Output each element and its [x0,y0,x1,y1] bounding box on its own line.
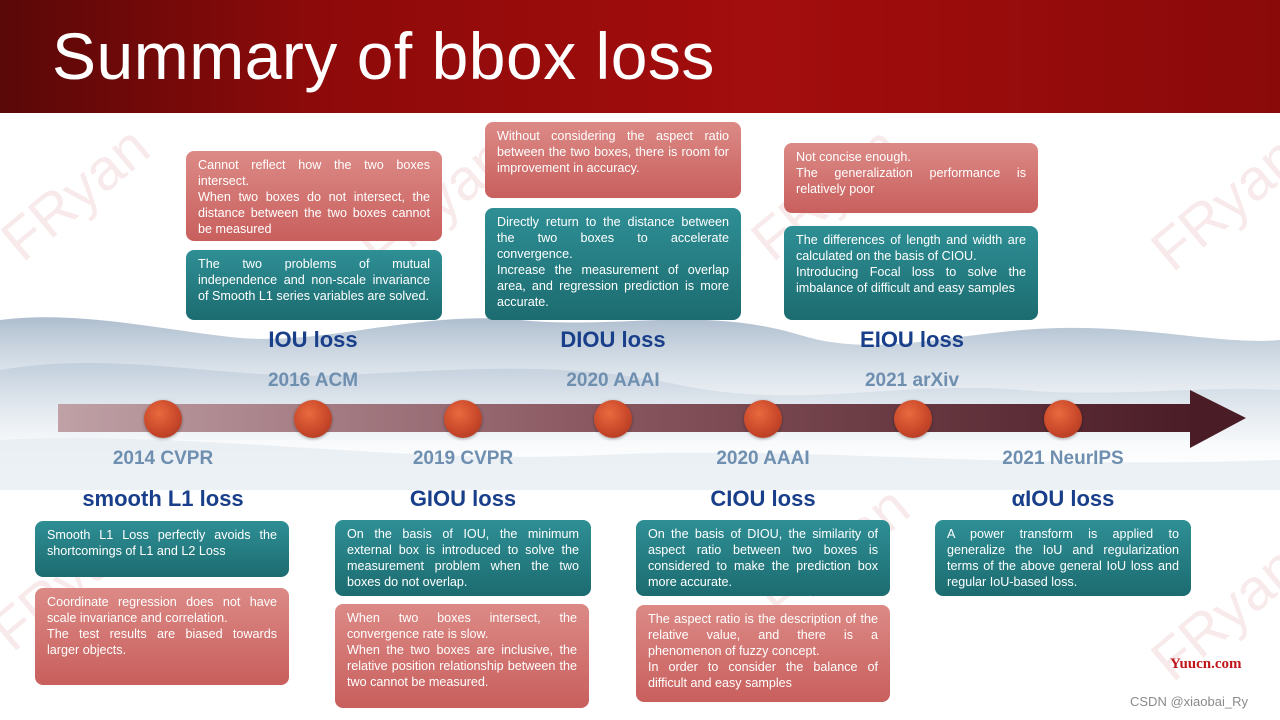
slide-title: Summary of bbox loss [52,19,715,93]
site-credit: Yuucn.com [1170,656,1242,672]
smoothl1-advantage-box: Smooth L1 Loss perfectly avoids the shor… [35,521,289,577]
giou-venue-label: 2019 CVPR [412,448,514,469]
giou-drawback-box: When two boxes intersect, the convergenc… [335,604,589,708]
author-credit: CSDN @xiaobai_Ry [1130,694,1248,709]
iou-loss-label: IOU loss [268,327,358,352]
timeline-dot [294,400,332,438]
smoothl1-loss-label: smooth L1 loss [82,486,244,511]
iou-drawback-box: Cannot reflect how the two boxes interse… [186,151,442,241]
smoothl1-drawback-box: Coordinate regression does not have scal… [35,588,289,685]
iou-venue-label: 2016 ACM [267,370,359,391]
timeline-dot [1044,400,1082,438]
giou-advantage-box: On the basis of IOU, the minimum externa… [335,520,591,596]
diou-advantage-box: Directly return to the distance between … [485,208,741,320]
iou-advantage-box: The two problems of mutual independence … [186,250,442,320]
diou-drawback-box: Without considering the aspect ratio bet… [485,122,741,198]
ciou-drawback-box: The aspect ratio is the description of t… [636,605,890,702]
diou-loss-label: DIOU loss [560,327,666,352]
timeline-dot [594,400,632,438]
diou-venue-label: 2020 AAAI [566,370,660,391]
timeline-dot [744,400,782,438]
title-banner [0,0,1280,113]
alphaiou-advantage-box: A power transform is applied to generali… [935,520,1191,596]
alphaiou-venue-label: 2021 NeurIPS [1002,448,1124,469]
eiou-loss-label: EIOU loss [860,327,964,352]
ciou-advantage-box: On the basis of DIOU, the similarity of … [636,520,890,596]
eiou-venue-label: 2021 arXiv [864,370,960,391]
timeline-dot [444,400,482,438]
alphaiou-loss-label: αIOU loss [1011,486,1115,511]
smoothl1-venue-label: 2014 CVPR [112,448,214,469]
ciou-loss-label: CIOU loss [710,486,816,511]
ciou-venue-label: 2020 AAAI [716,448,810,469]
eiou-advantage-box: The differences of length and width are … [784,226,1038,320]
eiou-drawback-box: Not concise enough. The generalization p… [784,143,1038,213]
timeline-dot [894,400,932,438]
timeline-dot [144,400,182,438]
giou-loss-label: GIOU loss [409,486,517,511]
